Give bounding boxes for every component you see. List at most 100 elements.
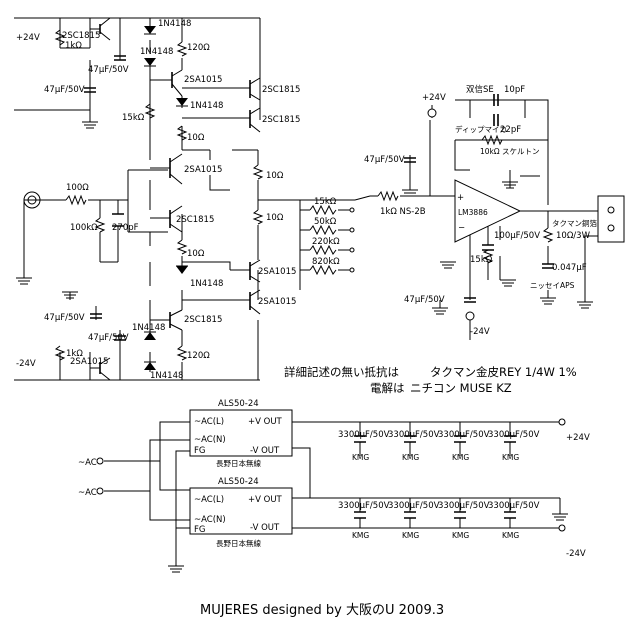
resistor-10-3w-note: タクマン銅箔 bbox=[552, 218, 597, 228]
psu-rail-pos24: +24V bbox=[566, 433, 590, 443]
psu-upper-pin-vout-pos: +V OUT bbox=[248, 417, 283, 427]
transistor-label-out-bot-a: 2SA1015 bbox=[258, 267, 296, 277]
capacitor-047u: 0.047μF ニッセイAPS bbox=[530, 263, 587, 290]
transistor-2sc1815-out-a: 2SC1815 bbox=[182, 77, 300, 101]
capacitor-opamp-pos-label: 47μF/50V bbox=[364, 155, 405, 165]
rail-label-opamp-pos24: +24V bbox=[422, 93, 446, 103]
resistor-10-a: 10Ω bbox=[176, 125, 205, 143]
diode-1n4148-c: 1N4148 bbox=[176, 98, 223, 111]
transistor-label-out-top-b: 2SC1815 bbox=[262, 115, 300, 125]
ac-input-terminals: ~AC ~AC bbox=[78, 457, 104, 498]
attenuator-820k: 820kΩ bbox=[309, 257, 340, 276]
transistor-label-q-top-left: 2SC1815 bbox=[62, 31, 100, 41]
attenuator-50k: 50kΩ bbox=[309, 217, 337, 236]
psu-cap-upper-1-label: 3300μF/50V bbox=[338, 430, 390, 440]
rail-label-opamp-neg24: -24V bbox=[470, 327, 490, 337]
rail-bottom-neg24: -24V bbox=[16, 359, 36, 369]
resistor-100k: 100kΩ bbox=[70, 217, 106, 233]
capacitor-22p-note: ディップマイカ bbox=[455, 124, 507, 134]
capacitor-top-b: 47μF/50V bbox=[44, 85, 96, 95]
transistor-label-driver-n: 2SC1815 bbox=[184, 315, 222, 325]
attenuator-220k-label: 220kΩ bbox=[312, 237, 340, 247]
ground-symbol bbox=[432, 261, 516, 315]
psu-rail-labels: +24V -24V bbox=[558, 418, 590, 559]
resistor-15k-opamp: 15kΩ bbox=[470, 249, 494, 265]
psu-module-lower: ALS50-24 ~AC(L) ~AC(N) FG +V OUT -V OUT … bbox=[189, 477, 293, 548]
capacitor-10p-label: 10pF bbox=[504, 85, 525, 95]
psu-cap-upper-1-brand: KMG bbox=[352, 453, 369, 462]
capacitor-top-b-label: 47μF/50V bbox=[44, 85, 85, 95]
diode-1n4148-b: 1N4148 bbox=[140, 47, 173, 67]
note-line1-b: タクマン金皮REY 1/4W 1% bbox=[430, 365, 577, 379]
resistor-1k-bot: 1kΩ bbox=[54, 345, 83, 361]
resistor-15k-opamp-label: 15kΩ bbox=[470, 255, 493, 265]
note-line2-a: 電解は bbox=[370, 381, 405, 395]
transistor-label-out-bot-b: 2SA1015 bbox=[258, 297, 296, 307]
attenuator-15k: 15kΩ bbox=[309, 197, 337, 216]
resistor-100-input: 100Ω bbox=[65, 183, 89, 206]
capacitor-opamp-neg: 47μF/50V bbox=[404, 295, 476, 305]
ground-symbol bbox=[168, 513, 568, 573]
capacitor-bot-a: 47μF/50V bbox=[44, 313, 102, 323]
capacitor-100u: 100μF/50V bbox=[482, 231, 540, 251]
attenuator-820k-label: 820kΩ bbox=[312, 257, 340, 267]
resistor-100-input-label: 100Ω bbox=[66, 183, 89, 193]
diode-label-e: 1N4148 bbox=[132, 323, 165, 333]
svg-text:+: + bbox=[457, 193, 464, 203]
capacitor-opamp-neg-label: 47μF/50V bbox=[404, 295, 445, 305]
capacitor-270p: 270pF bbox=[112, 213, 139, 233]
transistor-2sc1815-driver-n: 2SC1815 bbox=[150, 309, 222, 331]
capacitor-top-a-label: 47μF/50V bbox=[88, 65, 129, 75]
resistor-10-3w: タクマン銅箔 10Ω/3W bbox=[542, 218, 597, 243]
transistor-label-bot-left: 2SA1015 bbox=[70, 357, 108, 367]
psu-lower-pin-vout-neg: -V OUT bbox=[250, 523, 280, 533]
psu-cap-upper-4-label: 3300μF/50V bbox=[488, 430, 540, 440]
psu-cap-lower-2-brand: KMG bbox=[402, 531, 419, 540]
svg-text:−: − bbox=[458, 223, 465, 233]
diode-label-c: 1N4148 bbox=[190, 101, 223, 111]
opamp-lm3886: LM3886 + − bbox=[454, 179, 522, 243]
psu-cap-upper-2-brand: KMG bbox=[402, 453, 419, 462]
psu-upper-pin-acl: ~AC(L) bbox=[194, 417, 224, 427]
transistor-label-out-top-a: 2SC1815 bbox=[262, 85, 300, 95]
resistor-10-b: 10Ω bbox=[252, 164, 284, 181]
psu-cap-lower-4-label: 3300μF/50V bbox=[488, 501, 540, 511]
psu-cap-lower-1-brand: KMG bbox=[352, 531, 369, 540]
psu-capacitors-upper: 3300μF/50V 3300μF/50V 3300μF/50V 3300μF/… bbox=[338, 430, 540, 462]
resistor-1k-bot-label: 1kΩ bbox=[66, 349, 83, 359]
ground-symbol bbox=[402, 181, 518, 197]
diode-1n4148-f: 1N4148 bbox=[144, 361, 183, 381]
psu-cap-upper-3-brand: KMG bbox=[452, 453, 469, 462]
psu-cap-upper-4-brand: KMG bbox=[502, 453, 519, 462]
psu-cap-lower-3-brand: KMG bbox=[452, 531, 469, 540]
opamp-label: LM3886 bbox=[458, 208, 488, 217]
psu-wiring bbox=[104, 421, 561, 566]
resistor-10-d-label: 10Ω bbox=[187, 249, 205, 259]
attenuator-15k-label: 15kΩ bbox=[314, 197, 337, 207]
rail-label-pos24: +24V bbox=[16, 33, 40, 43]
ac-input-label-b: ~AC bbox=[78, 488, 97, 498]
resistor-120-top: 120Ω bbox=[176, 41, 210, 57]
capacitor-270p-label: 270pF bbox=[112, 223, 139, 233]
transistor-label-driver-p: 2SA1015 bbox=[184, 75, 222, 85]
capacitor-10p-note: 双信SE bbox=[466, 84, 494, 95]
capacitor-bot-b: 47μF/50V bbox=[88, 333, 129, 343]
ground-symbol bbox=[16, 199, 118, 285]
resistor-10-c: 10Ω bbox=[252, 209, 284, 225]
ground-symbol bbox=[62, 291, 78, 299]
selector-switch bbox=[349, 207, 355, 273]
capacitor-22p-label: 22pF bbox=[500, 125, 521, 135]
diode-1n4148-e: 1N4148 bbox=[132, 323, 165, 340]
psu-capacitors-lower: 3300μF/50V 3300μF/50V 3300μF/50V 3300μF/… bbox=[338, 501, 540, 540]
diode-label-d: 1N4148 bbox=[190, 279, 223, 289]
resistor-10k-feedback-label: 10kΩ スケルトン bbox=[480, 147, 540, 156]
psu-cap-upper-2-label: 3300μF/50V bbox=[388, 430, 440, 440]
transistor-2sc1815-top-left: 2SC1815 bbox=[62, 17, 111, 41]
psu-lower-pin-vout-pos: +V OUT bbox=[248, 495, 283, 505]
rail-top-pos24: +24V bbox=[16, 33, 40, 43]
diode-1n4148-d: 1N4148 bbox=[176, 265, 223, 289]
transistor-2sa1015-mid: 2SA1015 bbox=[150, 153, 222, 185]
resistor-10-d: 10Ω bbox=[176, 239, 205, 259]
psu-upper-maker: 長野日本無線 bbox=[216, 458, 261, 468]
